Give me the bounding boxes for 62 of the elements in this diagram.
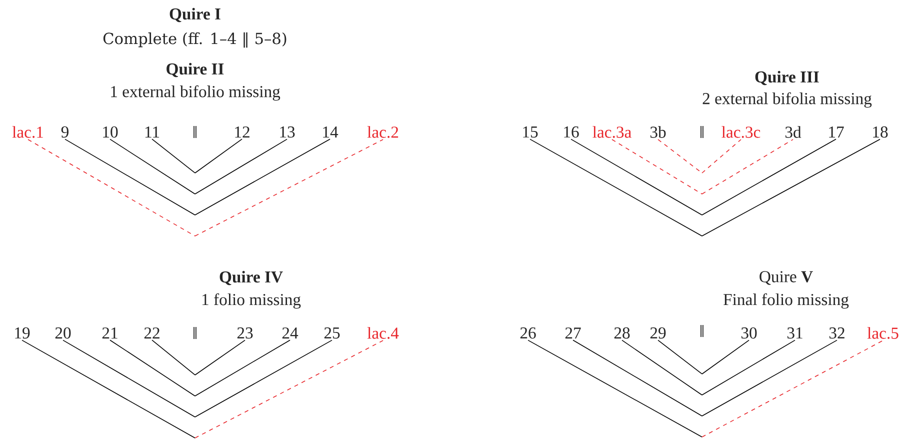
fold-mark: ‖ xyxy=(194,126,196,138)
folio-number: 30 xyxy=(741,327,757,339)
quire-note: 2 external bifolia missing xyxy=(702,92,872,108)
folio-number: lac.4 xyxy=(367,327,399,339)
quire-note: 1 external bifolio missing xyxy=(111,85,280,101)
folio-number: 14 xyxy=(323,126,338,138)
folio-number: 13 xyxy=(280,126,295,138)
folio-number: 22 xyxy=(144,327,160,338)
folio-number: 16 xyxy=(564,126,579,138)
bifolio-line xyxy=(110,340,290,396)
folio-number: 25 xyxy=(324,327,340,339)
folio-number: 26 xyxy=(520,327,536,339)
folio-number: 32 xyxy=(829,327,844,339)
quire-heading: Quire I xyxy=(170,8,220,22)
folio-number: 29 xyxy=(650,327,666,339)
folio-number: 3d xyxy=(785,126,802,138)
bifolio-line xyxy=(110,138,288,194)
folio-number: 20 xyxy=(55,327,71,339)
fold-mark: ‖ xyxy=(194,326,196,339)
folio-number: 10 xyxy=(103,126,118,138)
folio-number: 9 xyxy=(61,126,68,138)
bifolio-line xyxy=(528,340,884,438)
quire-heading: Quire III xyxy=(755,70,819,86)
bifolio-line xyxy=(658,139,742,174)
folio-number: 31 xyxy=(787,327,802,339)
bifolio-line xyxy=(22,340,384,438)
quire-heading: Quire IV xyxy=(220,270,283,286)
folio-number: lac.3a xyxy=(592,126,632,138)
bifolio-line xyxy=(152,138,242,174)
bifolio-line xyxy=(28,139,384,236)
quire-heading: Quire V xyxy=(760,271,813,285)
folio-number: 24 xyxy=(282,327,298,338)
folio-number: 18 xyxy=(873,126,888,138)
folio-number: 27 xyxy=(565,327,581,338)
bifolio-line xyxy=(570,138,836,216)
fold-mark: ‖ xyxy=(700,324,704,337)
folio-number: 17 xyxy=(829,126,844,138)
fold-mark: ‖ xyxy=(700,126,704,138)
quire-note: Final folio missing xyxy=(724,293,849,309)
folio-number: 11 xyxy=(145,126,160,138)
folio-number: lac.2 xyxy=(367,126,398,138)
bifolio-line xyxy=(530,138,880,236)
bifolio-line xyxy=(622,340,796,396)
folio-number: 12 xyxy=(235,126,250,138)
folio-number: 23 xyxy=(237,327,253,339)
quire-heading: Quire II xyxy=(166,62,224,78)
folio-number: 28 xyxy=(614,327,630,339)
folio-number: lac.5 xyxy=(867,327,898,339)
folio-number: lac.1 xyxy=(12,126,43,138)
folio-number: 19 xyxy=(15,327,30,339)
folio-number: 15 xyxy=(523,126,538,138)
bifolio-line xyxy=(612,139,794,194)
bifolio-line xyxy=(572,340,838,416)
bifolio-line xyxy=(62,340,332,418)
folio-number: 21 xyxy=(102,327,118,338)
folio-number: 3b xyxy=(650,126,666,138)
bifolio-line xyxy=(658,340,750,374)
bifolio-line xyxy=(64,138,330,216)
folio-number: lac.3c xyxy=(722,126,760,138)
quire-note: 1 folio missing xyxy=(202,293,301,309)
bifolio-line xyxy=(152,340,246,376)
quire-note: Complete (ff. 1–4 ‖ 5–8) xyxy=(103,32,286,48)
